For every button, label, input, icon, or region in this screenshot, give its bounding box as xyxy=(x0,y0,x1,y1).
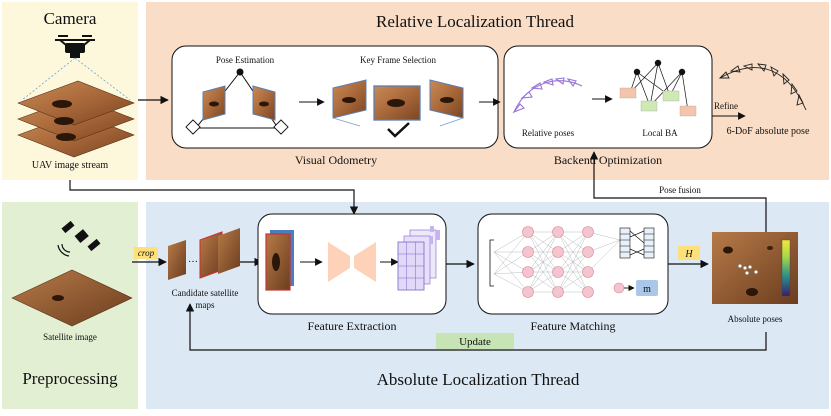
arrow-pose-fusion xyxy=(589,151,767,232)
feature-map-grid xyxy=(397,226,440,291)
absolute-pose-trajectory xyxy=(718,63,807,111)
uav-image-stack xyxy=(17,80,135,158)
relative-thread-title: Relative Localization Thread xyxy=(376,12,574,31)
candidate-caption-line2: maps xyxy=(196,300,215,310)
relative-poses-illustration xyxy=(512,77,583,114)
local-ba-label: Local BA xyxy=(642,128,678,138)
key-frame-selection-illustration xyxy=(332,79,464,127)
preprocessing-title: Preprocessing xyxy=(22,369,118,388)
drone-icon xyxy=(55,35,95,58)
feature-matching-title: Feature Matching xyxy=(531,319,616,333)
check-mark-icon xyxy=(387,122,410,138)
encoder-decoder-network xyxy=(328,242,376,282)
assignment-matrix xyxy=(619,227,655,259)
extraction-input-images xyxy=(265,230,294,291)
relative-poses-label: Relative poses xyxy=(522,128,575,138)
local-ba-illustration xyxy=(619,59,697,117)
six-dof-absolute-pose-label: 6-DoF absolute pose xyxy=(727,126,810,137)
satellite-image xyxy=(11,269,133,327)
h-box xyxy=(678,246,700,260)
refine-label: Refine xyxy=(714,101,738,111)
matching-network xyxy=(489,226,655,298)
feature-extraction-title: Feature Extraction xyxy=(308,319,397,333)
visual-odometry-title: Visual Odometry xyxy=(295,153,377,167)
update-box xyxy=(436,333,514,349)
satellite-icon xyxy=(57,220,101,257)
absolute-poses-map xyxy=(712,232,798,304)
pose-fusion-label: Pose fusion xyxy=(659,185,701,195)
arrow-update-loop xyxy=(185,303,767,351)
camera-title: Camera xyxy=(44,9,97,28)
absolute-poses-caption: Absolute poses xyxy=(728,314,783,324)
update-label: Update xyxy=(459,336,491,348)
candidate-caption-line1: Candidate satellite xyxy=(172,288,239,298)
feature-matching-box xyxy=(477,213,669,315)
camera-view-frustum xyxy=(21,57,131,101)
crop-box xyxy=(134,247,158,259)
m-label: m xyxy=(643,284,651,295)
satellite-image-caption: Satellite image xyxy=(43,332,97,342)
pose-estimation-illustration xyxy=(185,68,289,135)
arrow-camera-to-feature-extraction xyxy=(69,180,359,215)
candidate-satellite-maps: … xyxy=(168,228,240,280)
absolute-thread-title: Absolute Localization Thread xyxy=(377,370,580,389)
crop-label: crop xyxy=(138,248,155,258)
key-frame-selection-label: Key Frame Selection xyxy=(360,55,436,65)
uav-image-stream-caption: UAV image stream xyxy=(32,160,109,171)
m-box xyxy=(636,280,658,296)
pose-estimation-label: Pose Estimation xyxy=(216,55,275,65)
satellite-image-crater xyxy=(52,295,64,301)
backend-optimization-title: Backend Optimization xyxy=(554,153,662,167)
h-label: H xyxy=(684,249,693,260)
svg-text:…: … xyxy=(188,254,198,265)
